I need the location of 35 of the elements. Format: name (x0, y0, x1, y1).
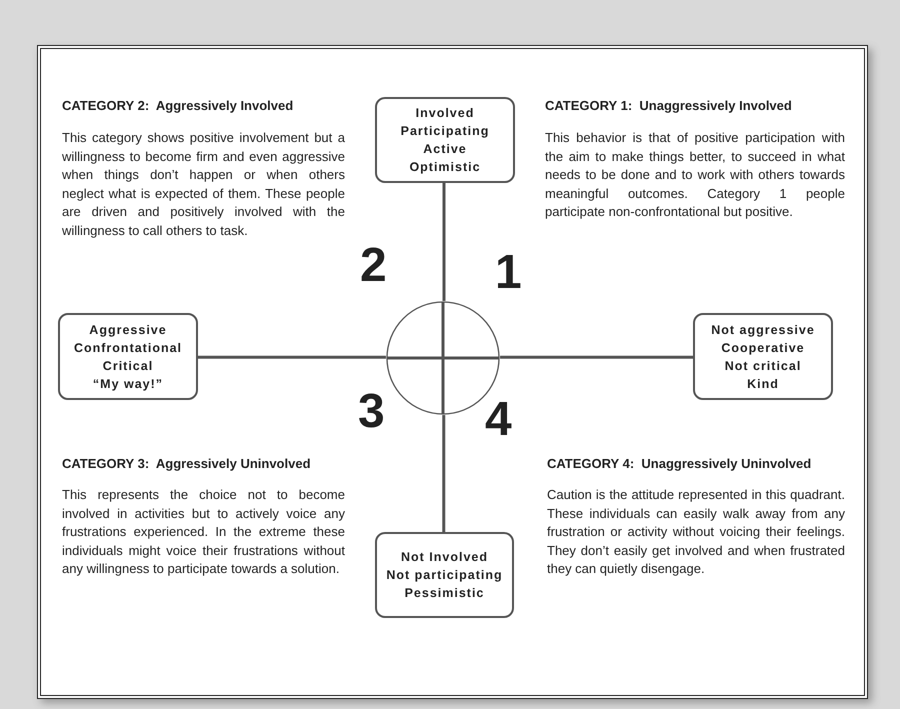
box-text: Not Involved (400, 549, 488, 566)
box-text: Cooperative (721, 340, 805, 356)
box-text: Confrontational (74, 340, 182, 356)
box-text: Optimistic (409, 159, 481, 176)
box-text: Not aggressive (711, 322, 815, 338)
category-description: Caution is the attitude represented in this quadrant. These individuals can easily walk away from any frustration or activity without voicing their feelings. They don’t easily get involved and when frustrated they can quietly disengage. (547, 486, 845, 578)
box-text: Active (423, 141, 467, 158)
term-box (693, 313, 833, 400)
box-text: “My way!” (92, 376, 164, 392)
box-text: Not participating (386, 567, 503, 584)
quadrant-number: 2 (360, 242, 387, 290)
category-description: This behavior is that of positive participation with the aim to make things better, to succeed in what needs to be done and to work with others towards meaningful outcomes. Category 1 people participate non-confrontational but positive. (545, 129, 845, 221)
category-heading: CATEGORY 3: Aggressively Uninvolved (62, 456, 311, 471)
box-text: Not critical (724, 358, 802, 374)
axis-line (442, 415, 446, 532)
box-text: Aggressive (89, 322, 167, 338)
term-box (375, 532, 514, 618)
quadrant-number: 3 (358, 388, 385, 436)
box-text: Pessimistic (404, 585, 484, 602)
category-heading: CATEGORY 1: Unaggressively Involved (545, 98, 792, 113)
axis-line (500, 356, 693, 359)
term-box (375, 97, 515, 183)
box-text: Involved (416, 105, 474, 122)
box-text: Participating (400, 123, 490, 140)
box-text: Kind (747, 376, 779, 392)
quadrant-number: 4 (485, 396, 512, 444)
category-description: This category shows positive involvement but a willingness to become firm and even aggressive when things don’t happen or when others neglect what is expected of them. These people are driven and positively involved with the willingness to call others to task. (62, 129, 345, 240)
box-text: Critical (102, 358, 154, 374)
category-heading: CATEGORY 4: Unaggressively Uninvolved (547, 456, 812, 471)
term-box (58, 313, 198, 400)
axis-line (198, 356, 386, 359)
category-description: This represents the choice not to become involved in activities but to actively voice any frustrations experienced. In the extreme these individuals might voice their frustrations without any willingness to participate towards a solution. (62, 486, 345, 578)
quadrant-number: 1 (495, 249, 522, 297)
axis-line (442, 183, 446, 301)
category-heading: CATEGORY 2: Aggressively Involved (62, 98, 294, 113)
